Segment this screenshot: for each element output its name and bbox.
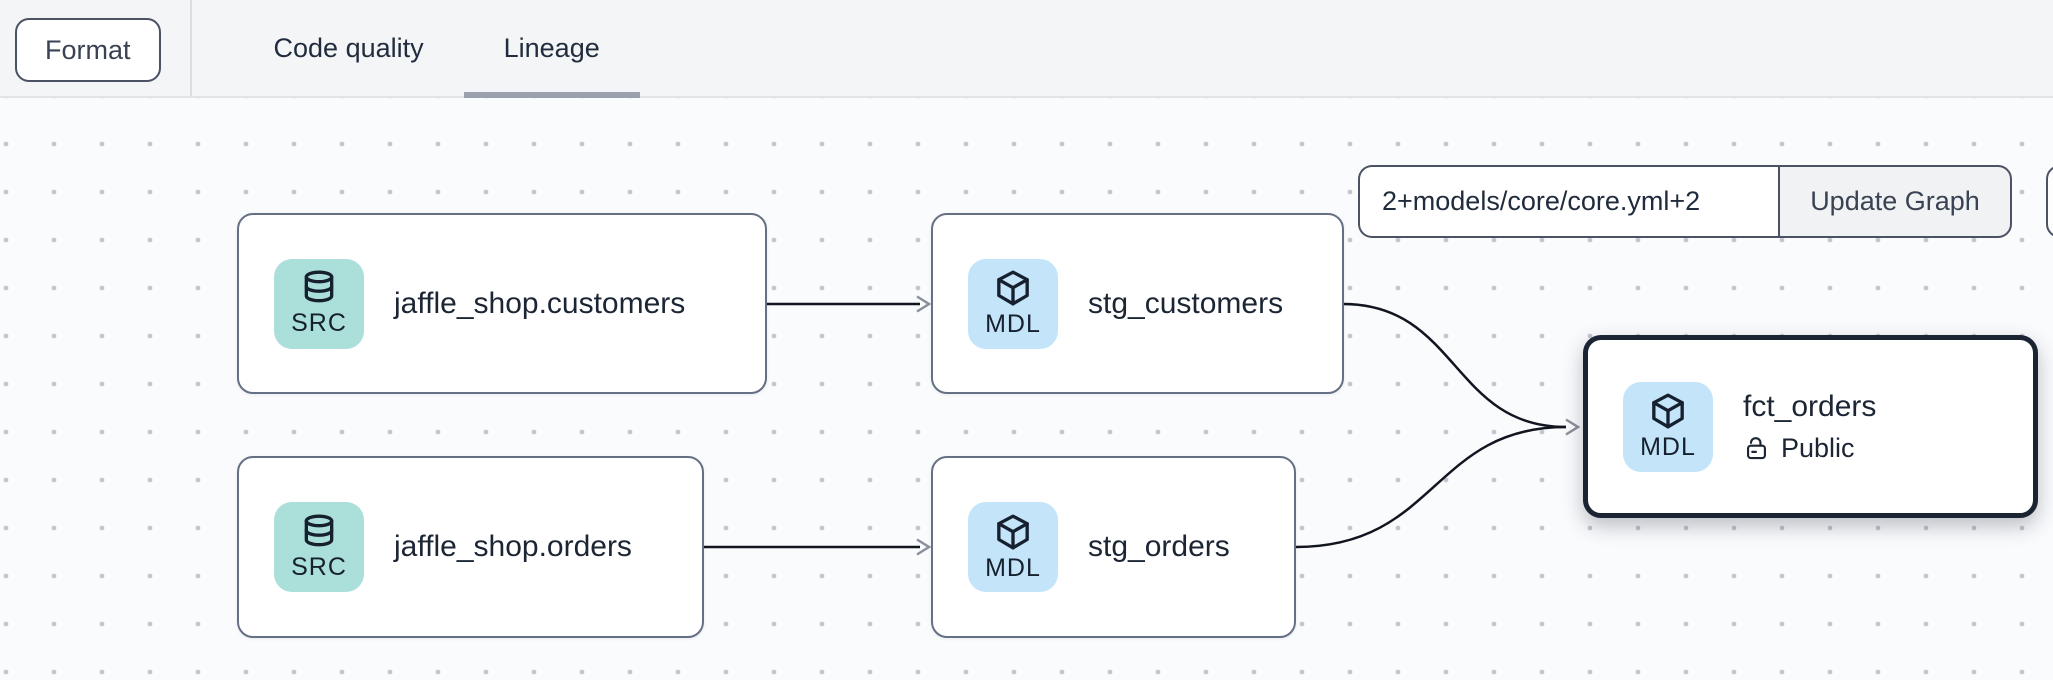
access-row: Public — [1743, 433, 1876, 464]
lineage-canvas[interactable]: SRC jaffle_shop.customers MDL stg_custom… — [0, 98, 2053, 680]
toolbar-divider — [189, 0, 192, 96]
clipped-right-edge-button[interactable] — [2046, 165, 2053, 238]
node-title: stg_orders — [1088, 530, 1230, 563]
node-stg-customers[interactable]: MDL stg_customers — [931, 213, 1344, 394]
update-graph-button[interactable]: Update Graph — [1778, 165, 2012, 238]
node-stg-orders[interactable]: MDL stg_orders — [931, 456, 1296, 638]
node-jaffle-shop-orders[interactable]: SRC jaffle_shop.orders — [237, 456, 704, 638]
model-badge: MDL — [968, 258, 1058, 349]
node-title: jaffle_shop.customers — [394, 286, 686, 320]
editor-toolbar: Format Code quality Lineage — [0, 0, 2053, 98]
source-badge: SRC — [274, 258, 364, 349]
node-fct-orders[interactable]: MDL fct_orders Public — [1583, 335, 2038, 518]
cube-icon — [997, 514, 1029, 549]
edge-stg-customers-to-fct-orders — [1342, 302, 1567, 429]
access-label: Public — [1781, 432, 1855, 463]
chevron-right-arrowhead — [1565, 418, 1581, 436]
node-title: fct_orders — [1743, 389, 1877, 423]
cube-icon — [1652, 393, 1684, 429]
tab-lineage[interactable]: Lineage — [463, 0, 640, 98]
node-text-block: fct_orders Public — [1743, 390, 1876, 464]
badge-label: SRC — [291, 552, 347, 581]
unlocked-padlock-icon — [1746, 436, 1767, 459]
format-button[interactable]: Format — [15, 18, 161, 82]
badge-label: MDL — [985, 553, 1041, 582]
database-icon — [304, 514, 334, 546]
badge-label: MDL — [985, 310, 1041, 338]
model-badge: MDL — [968, 502, 1058, 592]
edge-stg-orders-to-fct-orders — [1295, 425, 1567, 549]
badge-label: SRC — [291, 309, 347, 337]
node-title: jaffle_shop.orders — [394, 530, 632, 563]
source-badge: SRC — [274, 502, 364, 592]
chevron-right-arrowhead — [916, 538, 932, 556]
graph-controls: Update Graph — [1358, 165, 2012, 238]
database-icon — [304, 270, 334, 303]
model-badge: MDL — [1623, 381, 1713, 472]
tab-bar: Code quality Lineage — [234, 0, 640, 98]
badge-label: MDL — [1640, 433, 1696, 461]
node-title: stg_customers — [1088, 286, 1284, 320]
tab-code-quality[interactable]: Code quality — [273, 32, 424, 63]
cube-icon — [997, 270, 1029, 306]
node-jaffle-shop-customers[interactable]: SRC jaffle_shop.customers — [237, 213, 767, 394]
chevron-right-arrowhead — [916, 295, 932, 313]
node-selector-input[interactable] — [1358, 165, 1778, 238]
